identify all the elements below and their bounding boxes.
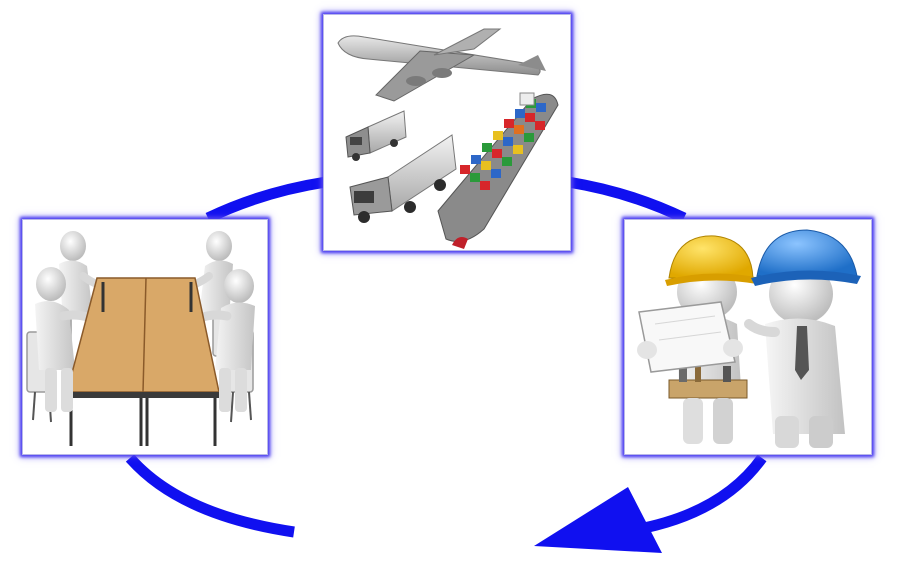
business-meeting-icon: [26, 231, 255, 446]
meeting-panel: [22, 219, 268, 455]
construction-workers-icon: [637, 229, 861, 448]
small-truck-icon: [345, 110, 407, 161]
airplane-icon: [337, 28, 546, 102]
arrow-segment-bottom-left: [125, 454, 295, 538]
worker-blue-hat: [744, 229, 861, 448]
big-truck-icon: [349, 134, 457, 223]
arrow-segment-top-right: [567, 176, 687, 223]
arrow-segment-bottom-right: [633, 454, 767, 536]
arrow-segment-top-left: [205, 176, 327, 223]
freight-transport-icon: [337, 28, 559, 249]
arrow-head: [534, 487, 662, 553]
transport-panel: [323, 14, 571, 251]
workers-panel: [624, 219, 872, 455]
blueprint-paper: [637, 301, 743, 373]
container-ship-icon: [437, 92, 559, 249]
